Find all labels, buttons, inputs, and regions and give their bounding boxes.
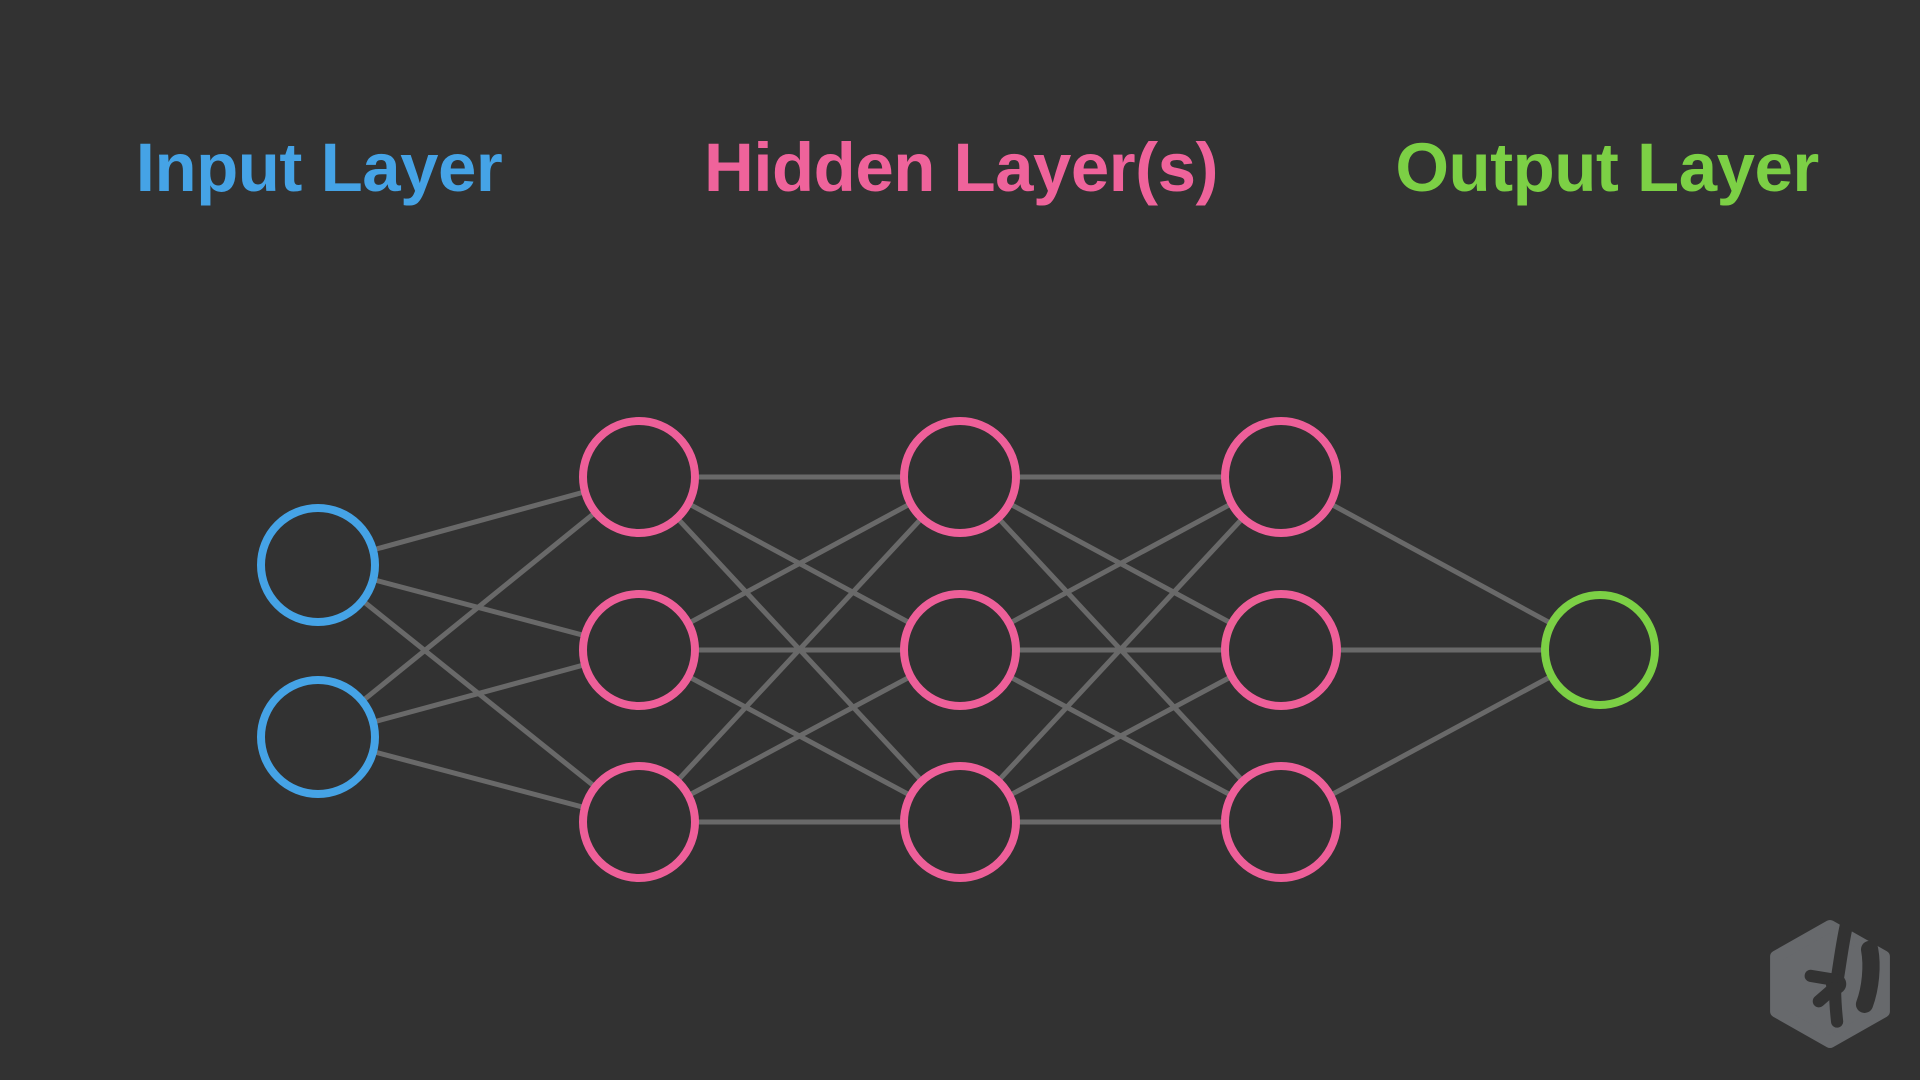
output-layer-label: Output Layer xyxy=(1395,129,1819,206)
connection-line xyxy=(316,475,641,739)
input-layer-label: Input Layer xyxy=(135,129,503,206)
hidden-1-node xyxy=(579,417,699,537)
hidden-2-node xyxy=(900,590,1020,710)
connection-line xyxy=(958,475,1283,824)
neuron-nodes xyxy=(257,417,1659,882)
hidden-1-node xyxy=(579,762,699,882)
frog-foot-cutout xyxy=(1804,919,1880,1028)
hidden-3-node xyxy=(1221,417,1341,537)
hidden-3-node xyxy=(1221,762,1341,882)
connection-line xyxy=(958,474,1283,653)
hidden-layer-label: Hidden Layer(s) xyxy=(704,129,1218,206)
input-node xyxy=(257,676,379,798)
connection-line xyxy=(637,474,962,653)
hidden-1-node xyxy=(579,590,699,710)
hidden-3-node xyxy=(1221,590,1341,710)
hidden-2-node xyxy=(900,417,1020,537)
hidden-2-node xyxy=(900,762,1020,882)
connection-line xyxy=(637,475,962,824)
frog-foot-hexagon-logo xyxy=(1770,919,1890,1048)
output-node xyxy=(1541,591,1659,709)
connection-line xyxy=(1279,647,1602,825)
connection-line xyxy=(958,647,1283,825)
connection-line xyxy=(1279,474,1602,653)
connection-line xyxy=(637,647,962,825)
input-node xyxy=(257,504,379,626)
